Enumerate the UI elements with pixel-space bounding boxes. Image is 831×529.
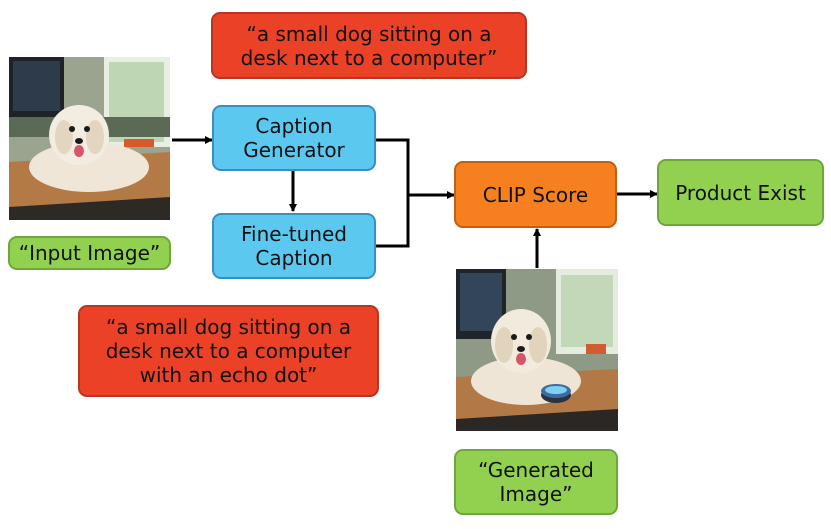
caption-finetuned-text: “a small dog sitting on a desk next to a… <box>105 315 352 387</box>
caption-finetuned-box: “a small dog sitting on a desk next to a… <box>78 305 379 397</box>
generated-image-label: “Generated Image” <box>478 458 594 506</box>
generated-image <box>456 269 618 431</box>
input-image-label: “Input Image” <box>18 241 161 265</box>
caption-generator-label: Caption Generator <box>243 114 345 162</box>
connector-finetuned-to-clip <box>376 195 410 248</box>
clip-score-box: CLIP Score <box>454 161 617 228</box>
input-image <box>9 57 170 220</box>
connector-caption-to-clip <box>376 138 410 195</box>
caption-generator-box: Caption Generator <box>212 105 376 171</box>
caption-original-box: “a small dog sitting on a desk next to a… <box>211 12 527 79</box>
product-exist-box: Product Exist <box>657 159 824 226</box>
input-image-label-box: “Input Image” <box>8 236 171 270</box>
generated-image-label-box: “Generated Image” <box>454 449 618 515</box>
fine-tuned-caption-box: Fine-tuned Caption <box>212 213 376 279</box>
fine-tuned-caption-label: Fine-tuned Caption <box>241 222 347 270</box>
product-exist-label: Product Exist <box>675 180 806 205</box>
caption-original-text: “a small dog sitting on a desk next to a… <box>240 21 498 70</box>
clip-score-label: CLIP Score <box>482 182 589 207</box>
